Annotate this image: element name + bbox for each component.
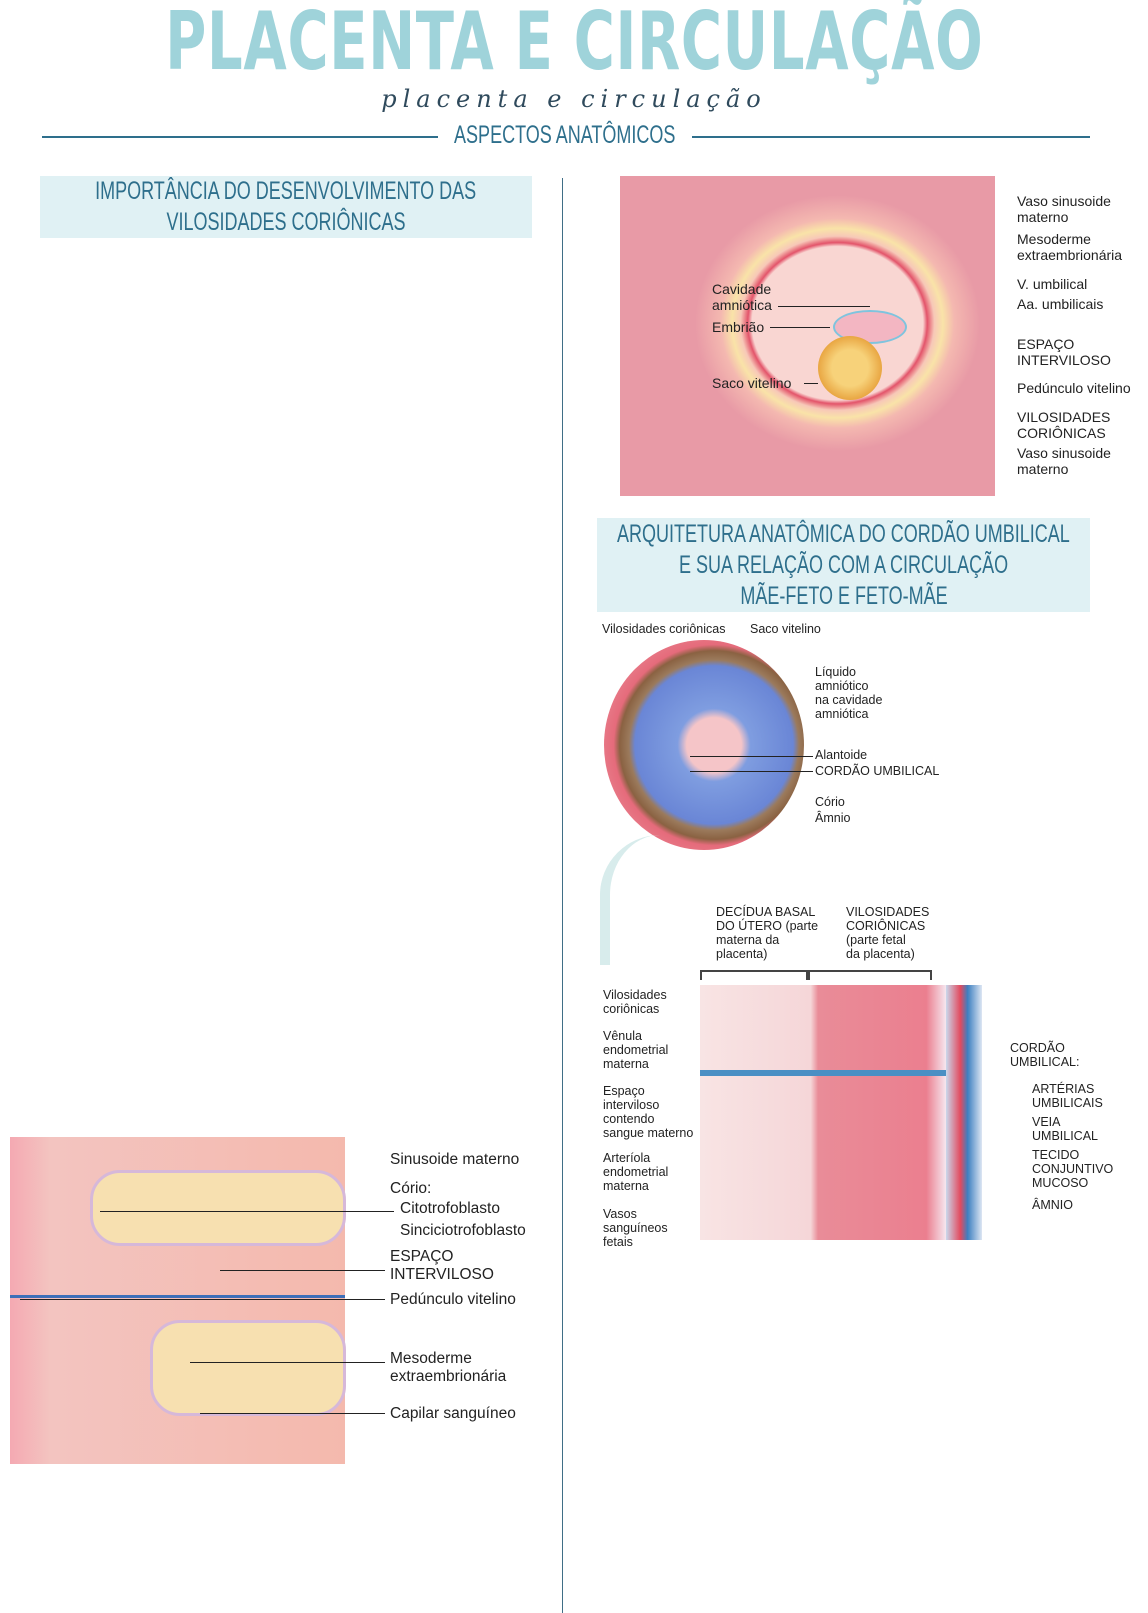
right-section-heading: ARQUITETURA ANATÔMICA DO CORDÃO UMBILICA…: [597, 518, 1090, 612]
fig2-label-amnio: Âmnio: [815, 811, 851, 825]
placenta-section-illustration: [700, 985, 946, 1240]
fig2-label-cordao: CORDÃO UMBILICAL: [815, 764, 940, 778]
left-section-heading: IMPORTÂNCIA DO DESENVOLVIMENTO DAS VILOS…: [40, 176, 532, 238]
fig1-label-saco: Saco vitelino: [712, 375, 792, 391]
fig2-label-alantoide: Alantoide: [815, 748, 868, 762]
gestational-sac-illustration: [620, 176, 995, 496]
villus-shape: [90, 1170, 346, 1246]
fig4-label-sinusoide: Sinusoide materno: [390, 1151, 520, 1168]
leader: [778, 306, 870, 307]
fig4-label-pedunculo: Pedúnculo vitelino: [390, 1291, 516, 1308]
column-divider: [562, 178, 563, 1613]
leader: [804, 383, 818, 384]
bracket: [808, 970, 932, 980]
yolk-sac-shape: [818, 336, 882, 400]
bracket: [700, 970, 808, 980]
leader: [190, 1362, 385, 1363]
fig2-label-saco: Saco vitelino: [750, 622, 821, 636]
fig1-label-pedunculo: Pedúnculo vitelino: [1017, 380, 1131, 396]
villus-shape: [150, 1320, 346, 1416]
leader: [20, 1299, 385, 1300]
leader: [100, 1211, 394, 1212]
heading-line: ARQUITETURA ANATÔMICA DO CORDÃO UMBILICA…: [617, 519, 1070, 548]
leader: [220, 1270, 385, 1271]
heading-line: E SUA RELAÇÃO COM A CIRCULAÇÃO: [678, 550, 1009, 579]
umbilical-cord-shape: [946, 985, 982, 1240]
page-title-text: PLACENTA E CIRCULAÇÃO: [164, 0, 984, 88]
embryo-in-sac-illustration: [604, 640, 804, 850]
fig4-label-sinciciotrofoblasto: Sinciciotrofoblasto: [400, 1222, 526, 1239]
vessel-shape: [10, 1295, 345, 1298]
subtitle-text: ASPECTOS ANATÔMICOS: [454, 120, 676, 149]
subtitle: ASPECTOS ANATÔMICOS: [438, 120, 692, 150]
divider-right: [692, 136, 1090, 138]
fig4-label-capilar: Capilar sanguíneo: [390, 1405, 516, 1422]
leader: [690, 756, 813, 757]
fig2-label-corio: Cório: [815, 795, 845, 809]
page-title: PLACENTA E CIRCULAÇÃO: [0, 0, 1148, 84]
fig4-label-citotrofoblasto: Citotrofoblasto: [400, 1200, 500, 1217]
fig4-label-corio: Cório:: [390, 1180, 432, 1197]
heading-line: VILOSIDADES CORIÔNICAS: [166, 208, 406, 236]
fig2-label-vil: Vilosidades coriônicas: [602, 622, 726, 636]
heading-line: MÃE-FETO E FETO-MÃE: [739, 581, 948, 610]
divider-left: [42, 136, 438, 138]
leader: [690, 771, 813, 772]
fig1-label-aaumb: Aa. umbilicais: [1017, 296, 1104, 312]
fig1-label-vumb: V. umbilical: [1017, 276, 1088, 292]
heading-line: IMPORTÂNCIA DO DESENVOLVIMENTO DAS: [95, 177, 477, 205]
leader: [770, 327, 830, 328]
fig3-label-r5: ÂMNIO: [1032, 1198, 1073, 1212]
leader: [200, 1413, 385, 1414]
fig1-label-embriao: Embrião: [712, 319, 765, 335]
zoom-arrow: [600, 835, 670, 965]
script-title: placenta e circulação: [381, 85, 767, 113]
venule-shape: [700, 1070, 946, 1076]
